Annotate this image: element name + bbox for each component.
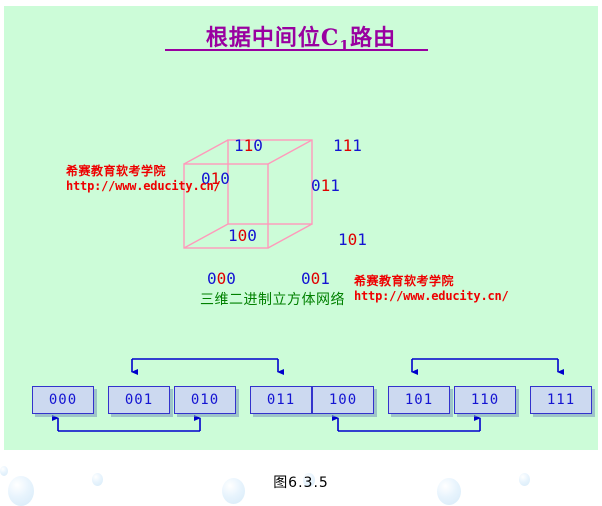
digit-left: 1 (228, 226, 238, 245)
watermark-left: 希赛教育软考学院 http://www.educity.cn/ (66, 164, 221, 194)
watermark-right: 希赛教育软考学院 http://www.educity.cn/ (354, 274, 509, 304)
digit-left: 0 (201, 169, 211, 188)
figure-caption: 图6.3.5 (273, 475, 329, 491)
cube-caption: 三维二进制立方体网络 (200, 292, 345, 308)
digit-left: 0 (311, 176, 321, 195)
watermark-organization: 希赛教育软考学院 (66, 164, 167, 178)
page-title-subscript: 1 (339, 38, 351, 55)
page-title: 根据中间位C1路由 (4, 20, 598, 54)
digit-middle: 1 (243, 136, 254, 155)
cube-node-label-110: 110 (234, 136, 263, 155)
digit-middle: 0 (237, 226, 248, 245)
routing-node-box-000[interactable]: 000 (32, 386, 94, 414)
digit-left: 1 (333, 136, 343, 155)
page-title-text-after: 路由 (350, 25, 397, 51)
digit-right: 0 (226, 269, 236, 288)
routing-node-label: 111 (546, 392, 576, 408)
routing-node-label: 000 (48, 392, 78, 408)
digit-middle: 1 (210, 169, 221, 188)
digit-right: 1 (352, 136, 362, 155)
routing-node-label: 110 (470, 392, 500, 408)
digit-left: 0 (301, 269, 311, 288)
digit-right: 1 (330, 176, 340, 195)
cube-diagram: 110 111 010 011 100 101 000 001 三维二进制立方体… (4, 6, 598, 450)
routing-arrows (52, 358, 564, 432)
routing-node-label: 101 (404, 392, 434, 408)
watermark-organization: 希赛教育软考学院 (354, 274, 455, 288)
routing-diagram: 000 001 010 011 100 101 110 111 (4, 6, 598, 450)
cube-node-label-100: 100 (228, 226, 257, 245)
routing-node-label: 001 (124, 392, 154, 408)
digit-left: 1 (234, 136, 244, 155)
digit-right: 0 (220, 169, 230, 188)
digit-middle: 0 (216, 269, 227, 288)
routing-node-box-101[interactable]: 101 (388, 386, 450, 414)
routing-node-label: 011 (266, 392, 296, 408)
digit-middle: 1 (342, 136, 353, 155)
routing-node-box-001[interactable]: 001 (108, 386, 170, 414)
digit-middle: 0 (310, 269, 321, 288)
digit-right: 0 (253, 136, 263, 155)
routing-node-label: 100 (328, 392, 358, 408)
cube-node-label-000: 000 (207, 269, 236, 288)
cube-node-label-101: 101 (338, 230, 367, 249)
digit-right: 0 (247, 226, 257, 245)
title-underline (165, 49, 428, 51)
cube-node-label-010: 010 (201, 169, 230, 188)
page-title-text-before: 根据中间位C (205, 25, 340, 51)
routing-node-box-111[interactable]: 111 (530, 386, 592, 414)
cube-wireframe (183, 139, 313, 249)
cube-node-label-011: 011 (311, 176, 340, 195)
content-panel: 根据中间位C1路由 110 111 010 011 100 (4, 6, 598, 450)
digit-right: 1 (357, 230, 367, 249)
digit-left: 0 (207, 269, 217, 288)
routing-node-box-010[interactable]: 010 (174, 386, 236, 414)
routing-node-box-100[interactable]: 100 (312, 386, 374, 414)
routing-node-label: 010 (190, 392, 220, 408)
routing-node-box-011[interactable]: 011 (250, 386, 312, 414)
digit-right: 1 (320, 269, 330, 288)
digit-left: 1 (338, 230, 348, 249)
watermark-url: http://www.educity.cn/ (66, 179, 221, 193)
digit-middle: 1 (320, 176, 331, 195)
watermark-url: http://www.educity.cn/ (354, 289, 509, 303)
cube-node-label-001: 001 (301, 269, 330, 288)
digit-middle: 0 (347, 230, 358, 249)
routing-node-box-110[interactable]: 110 (454, 386, 516, 414)
cube-node-label-111: 111 (333, 136, 362, 155)
